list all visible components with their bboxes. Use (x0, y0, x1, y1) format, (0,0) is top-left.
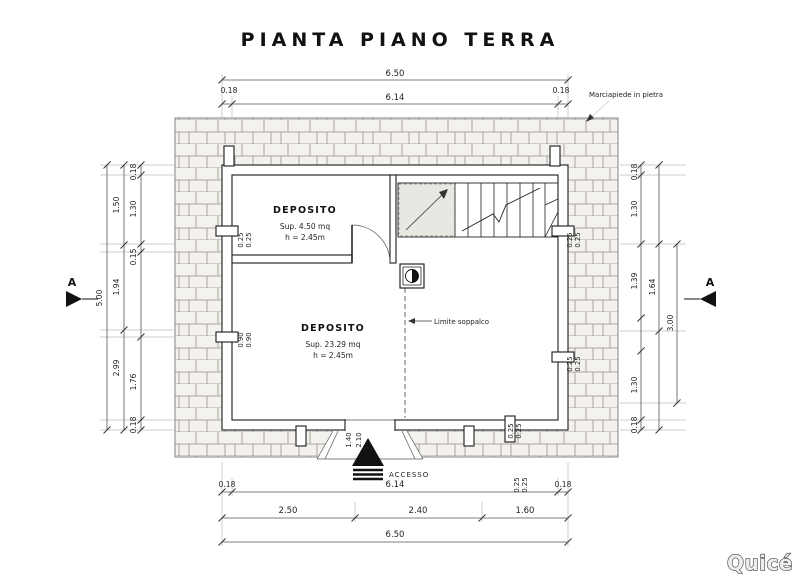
dim-left-post-top-b: 0.25 (245, 232, 253, 247)
staircase (397, 182, 559, 238)
room-large-height: h = 2.45m (313, 351, 353, 360)
dim-bottom-seg2: 2.40 (409, 506, 428, 516)
dim-right-post-top-b: 0.25 (574, 232, 582, 247)
room-label-large: DEPOSITO Sup. 23.29 mq h = 2.45m (301, 323, 365, 360)
room-large-area: Sup. 23.29 mq (306, 340, 361, 349)
section-marker-left: A (66, 276, 98, 307)
dim-top-wall-left: 0.18 (221, 86, 238, 95)
dim-left-lower: 2.99 (112, 359, 121, 376)
dim-left-mid: 1.94 (112, 278, 121, 295)
dim-right-post-top-a: 0.25 (566, 232, 574, 247)
dim-left-total: 5.00 (95, 289, 104, 306)
dim-bottom-post-a: 0.25 (513, 477, 521, 492)
room-small-height: h = 2.45m (285, 233, 325, 242)
dim-bottom-seg3: 1.60 (516, 506, 535, 516)
room-large-name: DEPOSITO (301, 323, 365, 334)
building-walls (221, 164, 569, 432)
dim-right-post-mid-a: 0.25 (566, 356, 574, 371)
limite-soppalco-label: Limite soppalco (434, 318, 489, 326)
marciapiede-label: Marciapiede in pietra (589, 91, 663, 99)
dim-entry-depth: 2.10 (355, 432, 363, 447)
right-dimensions: 0.18 1.30 1.64 1.39 3.00 1.30 0.18 (620, 161, 686, 434)
dim-bottom-seg1: 2.50 (279, 506, 298, 516)
page-title: PIANTA PIANO TERRA (241, 29, 560, 51)
dim-left-post-top-a: 0.25 (237, 232, 245, 247)
dim-bottom-inner: 6.14 (386, 480, 405, 490)
dim-left-room1: 1.30 (129, 200, 138, 217)
marciapiede-leader-icon (586, 100, 610, 122)
dim-right-wall-top: 0.18 (630, 163, 639, 180)
accesso-label: ACCESSO (389, 471, 429, 479)
dim-bottom-post-b: 0.25 (521, 477, 529, 492)
section-label-right: A (706, 276, 715, 289)
dim-right-upper: 1.30 (630, 200, 639, 217)
watermark-logo: Quicé (727, 551, 793, 575)
dim-top-total: 6.50 (386, 69, 405, 79)
interior-dimensions: 0.25 0.25 0.90 0.90 0.25 0.25 0.25 0.25 … (237, 232, 582, 447)
dim-wall-post-a: 0.25 (507, 423, 515, 438)
dim-bottom-wall-left: 0.18 (219, 480, 236, 489)
room-small-area: Sup. 4.50 mq (280, 222, 330, 231)
soppalco-limit-line (404, 264, 432, 418)
top-dimensions: 6.50 0.18 6.14 0.18 (218, 69, 572, 117)
dim-left-room2: 1.76 (129, 373, 138, 390)
room-label-small: DEPOSITO Sup. 4.50 mq h = 2.45m (273, 205, 337, 242)
section-arrow-left-icon (66, 291, 82, 307)
dim-right-lower: 1.30 (630, 376, 639, 393)
bottom-dimensions: 0.18 6.14 0.18 0.25 0.25 2.50 2.40 1.60 … (218, 462, 572, 546)
stove-icon (399, 263, 425, 289)
entrance-arrow-icon (352, 438, 384, 481)
dim-entry-width: 1.40 (345, 432, 353, 447)
dim-right-mid: 1.39 (630, 272, 639, 289)
dim-left-wall-top: 0.18 (129, 163, 138, 180)
dim-left-wall-bottom: 0.18 (129, 416, 138, 433)
dim-left-wall-mid: 0.15 (129, 248, 138, 265)
dim-bottom-wall-right: 0.18 (555, 480, 572, 489)
dim-left-room1-out: 1.50 (112, 196, 121, 213)
dim-right-span: 3.00 (666, 314, 675, 331)
entrance: ACCESSO (316, 430, 429, 481)
dim-top-wall-right: 0.18 (553, 86, 570, 95)
section-label-left: A (68, 276, 77, 289)
section-marker-right: A (684, 276, 716, 307)
dim-right-mid-out: 1.64 (648, 278, 657, 295)
dim-bottom-total: 6.50 (386, 530, 405, 540)
wall-posts (215, 145, 575, 447)
dim-wall-post-b: 0.25 (515, 423, 523, 438)
dim-right-post-mid-b: 0.25 (574, 356, 582, 371)
dim-left-post-mid-a: 0.90 (237, 332, 245, 347)
left-dimensions: 0.18 1.30 1.50 0.15 1.94 5.00 2.99 1.76 … (95, 161, 174, 434)
dim-left-post-mid-b: 0.90 (245, 332, 253, 347)
dim-right-wall-bottom: 0.18 (630, 416, 639, 433)
dim-top-inner: 6.14 (386, 93, 405, 103)
door-swing (351, 224, 391, 264)
section-arrow-right-icon (700, 291, 716, 307)
room-small-name: DEPOSITO (273, 205, 337, 216)
